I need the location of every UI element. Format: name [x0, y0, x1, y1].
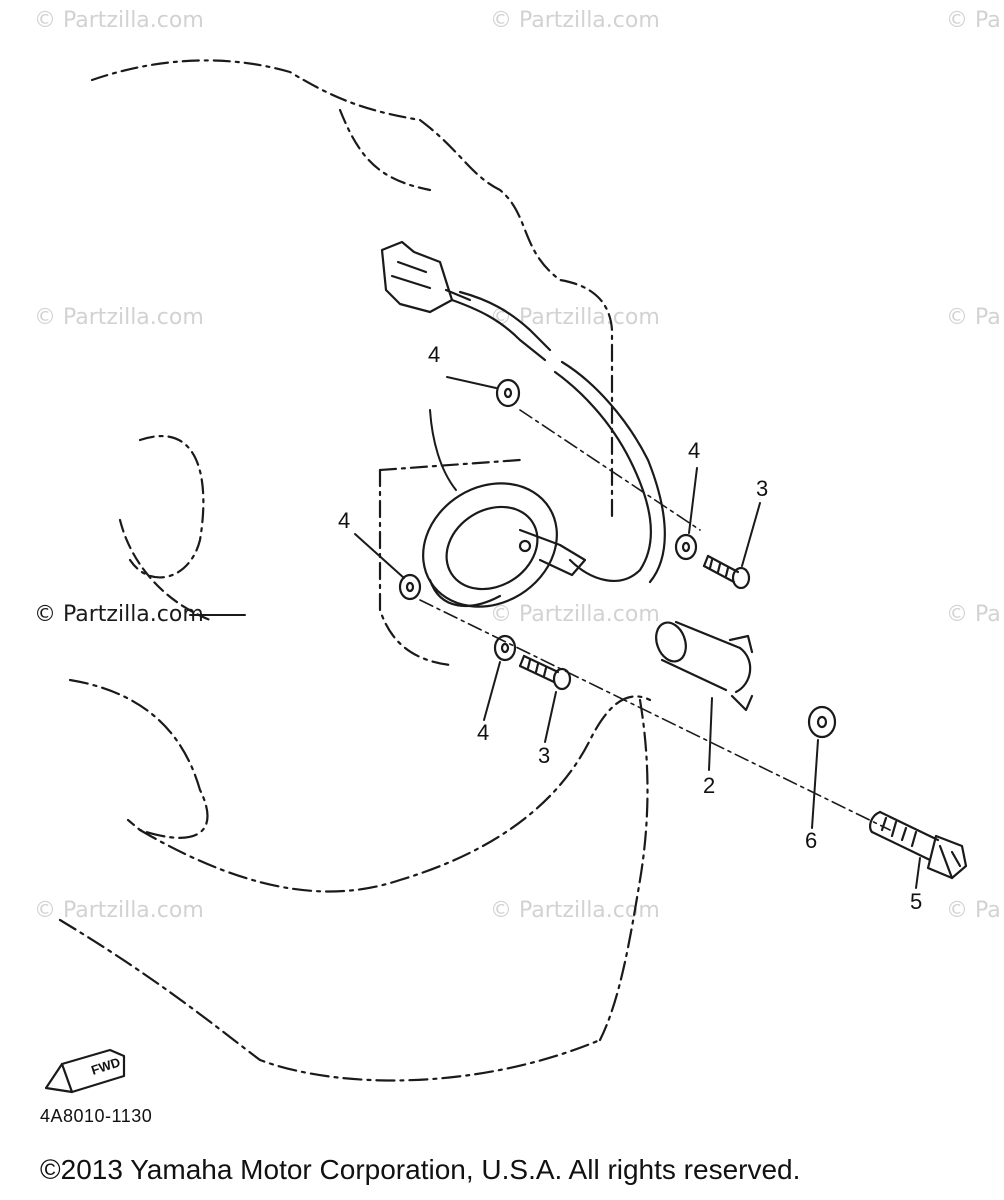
housing-left-circle: [128, 434, 205, 579]
diagram-code: 4A8010-1130: [40, 1106, 153, 1126]
leader-line: [354, 533, 405, 579]
callout-number: 3: [538, 743, 550, 768]
housing-inner-line: [338, 108, 432, 192]
housing-top-outline: [90, 59, 614, 522]
collar-sleeve: [655, 620, 754, 712]
housing-lower-outline: [68, 678, 209, 839]
callout-number: 4: [688, 438, 700, 463]
copyright-notice: ©2013 Yamaha Motor Corporation, U.S.A. A…: [40, 1154, 801, 1185]
assembly-centerline-upper: [519, 409, 701, 531]
washer: [807, 705, 837, 739]
housing-left-curve: [118, 518, 212, 622]
hex-bolt: [869, 810, 968, 880]
leader-line: [544, 691, 557, 743]
callout-number: 6: [805, 828, 817, 853]
leader-line: [811, 739, 819, 829]
watermark: © Pa: [946, 305, 1001, 330]
leader-line: [429, 409, 457, 491]
housing-right-edge: [598, 698, 649, 1042]
wire-harness: [450, 298, 652, 582]
watermark: © Partzilla.com: [490, 898, 660, 923]
watermark: © Partzilla.com: [34, 8, 204, 33]
watermark: © Pa: [946, 898, 1001, 923]
callout-number: 4: [428, 342, 440, 367]
washer: [495, 378, 521, 408]
washer: [398, 573, 422, 601]
housing-bottom-outline: [58, 918, 602, 1082]
watermark: © Pa: [946, 602, 1001, 627]
washer: [674, 533, 698, 561]
callout-number: 5: [910, 889, 922, 914]
housing-skirt: [138, 695, 652, 893]
callout-number: 2: [703, 773, 715, 798]
watermark: © Partzilla.com: [490, 8, 660, 33]
watermark: © Partzilla.com: [34, 898, 204, 923]
leader-line: [688, 467, 698, 534]
pickup-coil: [422, 482, 587, 608]
callout-number: 3: [756, 476, 768, 501]
leader-line: [446, 376, 497, 389]
leader-line: [741, 502, 761, 567]
screw: [518, 654, 572, 691]
watermark: © Pa: [946, 8, 1001, 33]
housing-left-mid: [378, 458, 522, 667]
screw: [702, 554, 751, 590]
watermark: © Partzilla.com: [34, 602, 204, 627]
leader-line: [708, 697, 713, 771]
watermark: © Partzilla.com: [490, 602, 660, 627]
callout-number: 4: [477, 720, 489, 745]
leader-line: [483, 661, 501, 721]
fwd-label: FWD: [89, 1054, 122, 1077]
leader-line: [915, 857, 921, 889]
callout-number: 4: [338, 508, 350, 533]
assembly-centerline: [419, 599, 891, 831]
watermark: © Partzilla.com: [34, 305, 204, 330]
wire-harness-outer: [458, 290, 666, 584]
washer: [493, 634, 517, 662]
watermark: © Partzilla.com: [490, 305, 660, 330]
fwd-arrow-icon: [44, 1048, 126, 1094]
